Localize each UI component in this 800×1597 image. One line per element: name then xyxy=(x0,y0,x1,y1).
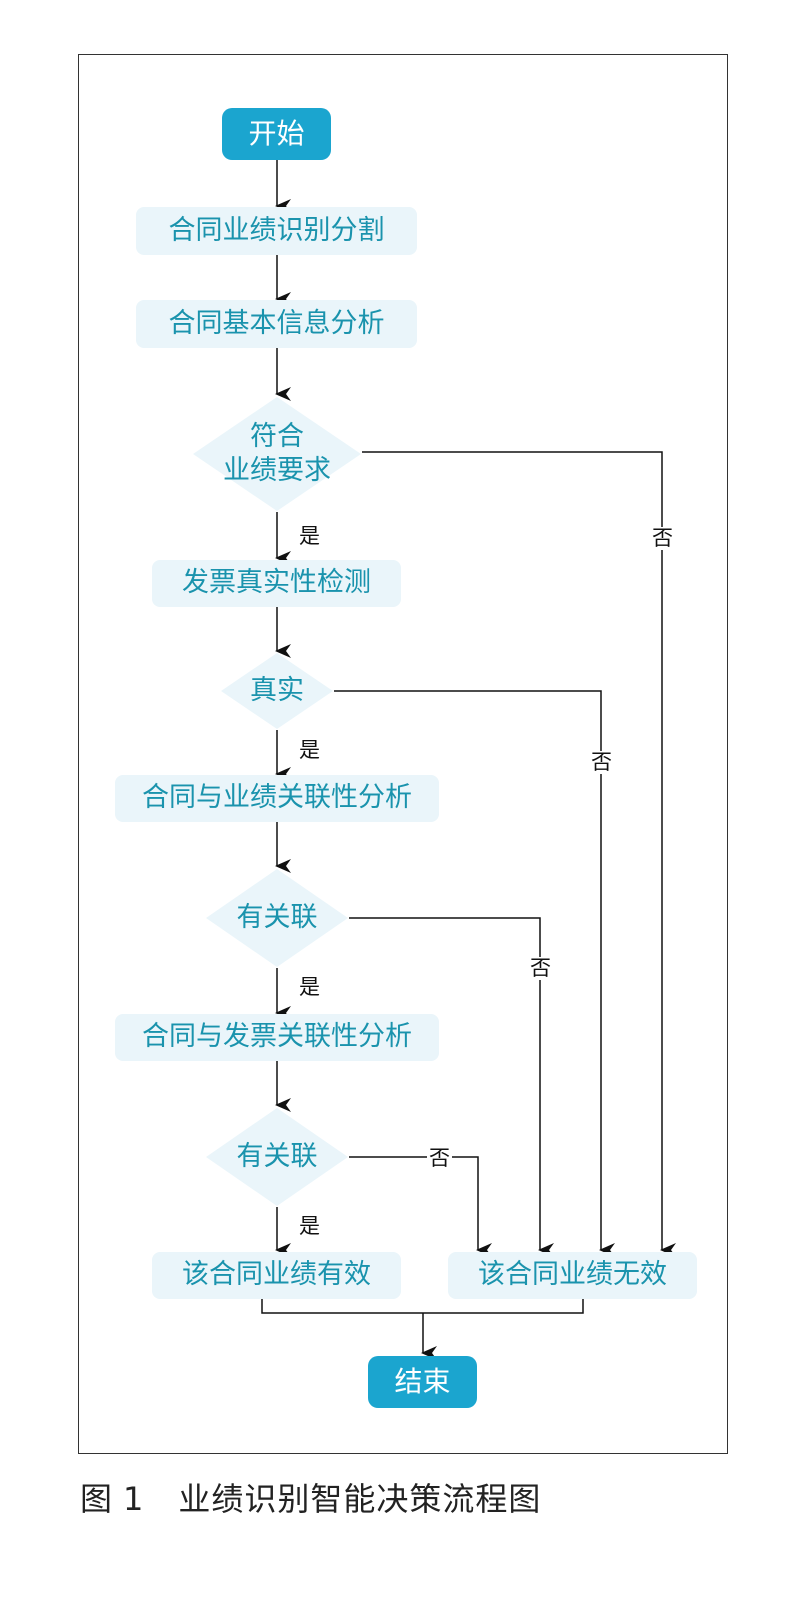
edge-label-no-real: 否 xyxy=(589,750,614,774)
end-node: 结束 xyxy=(368,1356,477,1408)
arrow-real-no xyxy=(334,690,615,1257)
decision-diamond-requirement xyxy=(193,397,361,511)
merge-results-line xyxy=(261,1299,584,1314)
process-segment: 合同业绩识别分割 xyxy=(136,207,417,255)
process-contract-invoice-relation: 合同与发票关联性分析 xyxy=(115,1014,439,1061)
decision-related-2-label: 有关联 xyxy=(236,1141,318,1173)
arrow-related1-no xyxy=(349,917,554,1257)
caption-title: 业绩识别智能决策流程图 xyxy=(178,1480,542,1518)
decision-related-1-label: 有关联 xyxy=(236,902,318,934)
process-contract-perf-relation: 合同与业绩关联性分析 xyxy=(115,775,439,822)
caption-figure: 图 xyxy=(80,1480,114,1518)
edge-label-yes-related-1: 是 xyxy=(297,975,322,999)
start-node: 开始 xyxy=(222,108,331,160)
arrow-related2-no xyxy=(349,1156,492,1257)
result-valid: 该合同业绩有效 xyxy=(152,1252,401,1299)
decision-diamond-related-2 xyxy=(206,1108,348,1206)
caption-number: 1 xyxy=(123,1480,145,1518)
process-basic-info: 合同基本信息分析 xyxy=(136,300,417,348)
edge-label-no-related-2: 否 xyxy=(427,1146,452,1170)
edge-label-yes-real: 是 xyxy=(297,738,322,762)
edge-label-yes-related-2: 是 xyxy=(297,1214,322,1238)
decision-requirement-line1: 符合 xyxy=(250,421,304,453)
edge-label-no-requirement: 否 xyxy=(650,526,675,550)
process-invoice-check: 发票真实性检测 xyxy=(152,560,401,607)
edge-label-yes-requirement: 是 xyxy=(297,524,322,548)
decision-real-label: 真实 xyxy=(250,675,304,707)
edge-label-no-related-1: 否 xyxy=(528,956,553,980)
decision-requirement-line2: 业绩要求 xyxy=(223,455,331,486)
decision-requirement-label: 符合 业绩要求 xyxy=(193,400,361,508)
decision-diamond-real xyxy=(221,653,333,729)
diagram-frame xyxy=(78,54,728,1454)
result-invalid: 该合同业绩无效 xyxy=(448,1252,697,1299)
decision-diamond-related-1 xyxy=(206,869,348,967)
arrow-requirement-no xyxy=(362,451,676,1257)
